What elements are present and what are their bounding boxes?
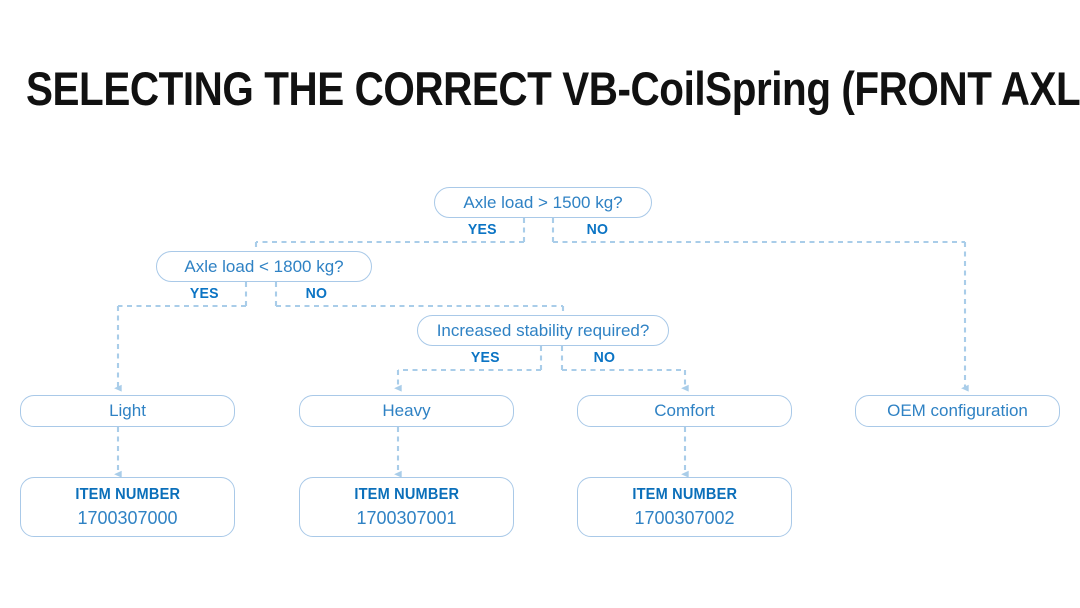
decision-node-increased-stability-label: Increased stability required? [436,320,650,340]
item-number-value-comfort: 1700307002 [634,507,735,528]
decision-node-axle-load-1500[interactable]: Axle load > 1500 kg? [434,187,652,218]
item-number-heading-light: ITEM NUMBER [75,485,180,503]
item-number-card-comfort[interactable]: ITEM NUMBER 1700307002 [577,477,792,537]
result-node-oem-configuration[interactable]: OEM configuration [855,395,1060,427]
decision-node-axle-load-1800[interactable]: Axle load < 1800 kg? [156,251,372,282]
item-number-value-heavy: 1700307001 [356,507,457,528]
page-title: SELECTING THE CORRECT VB-CoilSpring (FRO… [26,62,1080,115]
result-node-heavy-label: Heavy [382,401,431,420]
item-number-heading-comfort: ITEM NUMBER [632,485,737,503]
item-number-card-light[interactable]: ITEM NUMBER 1700307000 [20,477,235,537]
decision-node-axle-load-1800-label: Axle load < 1800 kg? [184,256,344,276]
decision-node-increased-stability[interactable]: Increased stability required? [417,315,669,346]
result-node-comfort[interactable]: Comfort [577,395,792,427]
branch-label-d3-yes: YES [470,349,500,366]
result-node-heavy[interactable]: Heavy [299,395,514,427]
branch-label-d1-yes: YES [467,221,497,238]
item-number-heading-heavy: ITEM NUMBER [354,485,459,503]
result-node-light-label: Light [109,401,146,420]
result-node-oem-configuration-label: OEM configuration [887,401,1028,420]
branch-label-d1-no: NO [586,221,609,238]
result-node-light[interactable]: Light [20,395,235,427]
decision-node-axle-load-1500-label: Axle load > 1500 kg? [463,192,623,212]
item-number-value-light: 1700307000 [77,507,178,528]
branch-label-d2-yes: YES [189,285,219,302]
branch-label-d3-no: NO [593,349,616,366]
branch-label-d2-no: NO [305,285,328,302]
item-number-card-heavy[interactable]: ITEM NUMBER 1700307001 [299,477,514,537]
result-node-comfort-label: Comfort [654,401,715,420]
